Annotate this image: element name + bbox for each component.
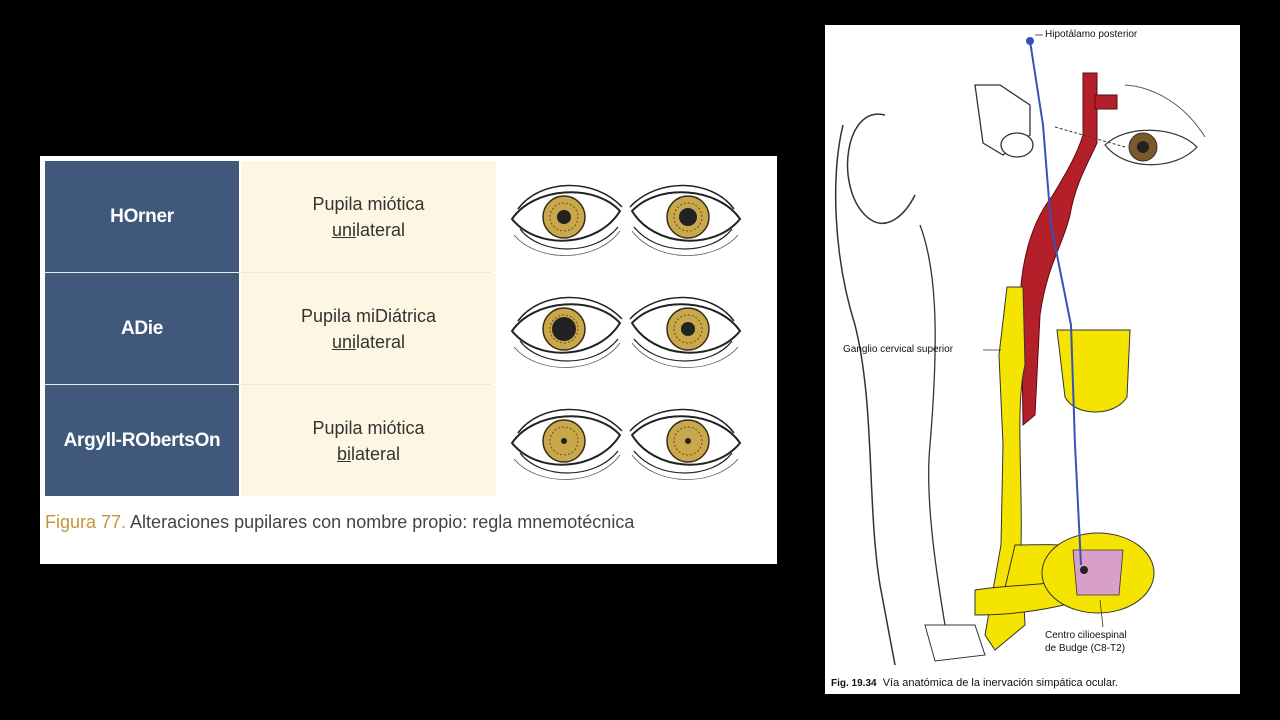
- figure-caption-right: Fig. 19.34 Vía anatómica de la inervació…: [831, 677, 1118, 689]
- bone-condyle: [1000, 132, 1034, 158]
- syndrome-name: HOrner: [45, 161, 239, 272]
- leader-line: [1099, 599, 1104, 628]
- table-row: HOrner Pupila miótica unilateral: [45, 161, 777, 272]
- table-row: Argyll-RObertsOn Pupila miótica bilatera…: [45, 385, 777, 496]
- eye-right-icon: [629, 184, 741, 257]
- desc-line: Pupila miótica: [312, 193, 425, 214]
- pupil-description: Pupila miótica unilateral: [241, 161, 496, 272]
- sympathetic-pathway-figure: Hipotálamo posterior Ganglio cervical su…: [825, 25, 1240, 694]
- figure-caption: Figura 77. Alteraciones pupilares con no…: [45, 510, 745, 534]
- throat-outline: [919, 224, 946, 626]
- syndrome-name: ADie: [45, 273, 239, 384]
- pupil-icon: [1137, 141, 1149, 153]
- desc-line: Pupila miótica: [312, 417, 425, 438]
- eyes-illustration: [498, 161, 777, 272]
- nerve-to-eye: [1054, 126, 1126, 148]
- table-row: ADie Pupila miDiátrica unilateral: [45, 273, 777, 384]
- pupil-table-figure: HOrner Pupila miótica unilateral ADie Pu…: [40, 156, 777, 564]
- row-divider: [45, 272, 491, 273]
- desc-underlined: bi: [336, 443, 351, 464]
- label-center-line-2: de Budge (C8-T2): [1045, 643, 1126, 654]
- desc-line-2: unilateral: [332, 329, 405, 355]
- desc-underlined: uni: [331, 219, 356, 240]
- ciliospinal-center: [1080, 566, 1088, 574]
- label-ganglion: Ganglio cervical superior: [843, 344, 954, 355]
- pupil-description: Pupila miDiátrica unilateral: [241, 273, 496, 384]
- pupil-description: Pupila miótica bilateral: [241, 385, 496, 496]
- figure-label: Figura 77.: [45, 512, 127, 532]
- ear-outline: [846, 113, 916, 224]
- eye-left-icon: [511, 296, 623, 369]
- brow-outline: [1124, 84, 1206, 138]
- eyes-illustration: [498, 385, 777, 496]
- eye-right-icon: [629, 408, 741, 481]
- desc-line-2: unilateral: [332, 217, 405, 243]
- desc-line-2: bilateral: [337, 441, 400, 467]
- eye-left-icon: [511, 408, 623, 481]
- hypothalamus-node: [1026, 37, 1034, 45]
- carotid-artery: [1020, 72, 1098, 427]
- eyes-svg: [511, 408, 741, 481]
- caption-text: Vía anatómica de la inervación simpática…: [882, 677, 1119, 689]
- label-hypothalamus: Hipotálamo posterior: [1045, 29, 1138, 40]
- eyes-illustration: [498, 273, 777, 384]
- eyes-svg: [511, 184, 741, 257]
- clavicle-bone: [924, 624, 986, 662]
- caption-text: Alteraciones pupilares con nombre propio…: [126, 512, 635, 532]
- eyes-svg: [511, 296, 741, 369]
- figure-label: Fig. 19.34: [831, 678, 877, 689]
- row-divider: [45, 384, 491, 385]
- neck-outline: [834, 124, 896, 666]
- desc-rest: lateral: [350, 443, 401, 464]
- gray-matter: [1072, 549, 1124, 596]
- label-center-line-1: Centro cilioespinal: [1045, 630, 1127, 641]
- desc-underlined: uni: [331, 331, 356, 352]
- eye-right-icon: [629, 296, 741, 369]
- vertebra-upper: [1056, 329, 1131, 413]
- desc-line: Pupila miDiátrica: [300, 305, 437, 326]
- pathway-illustration: [834, 34, 1206, 666]
- eye-left-icon: [511, 184, 623, 257]
- syndrome-name: Argyll-RObertsOn: [45, 385, 239, 496]
- hypothalamic-pathway: [1029, 40, 1082, 566]
- ophthalmic-artery: [1094, 94, 1118, 110]
- desc-rest: lateral: [356, 331, 406, 352]
- desc-rest: lateral: [356, 219, 406, 240]
